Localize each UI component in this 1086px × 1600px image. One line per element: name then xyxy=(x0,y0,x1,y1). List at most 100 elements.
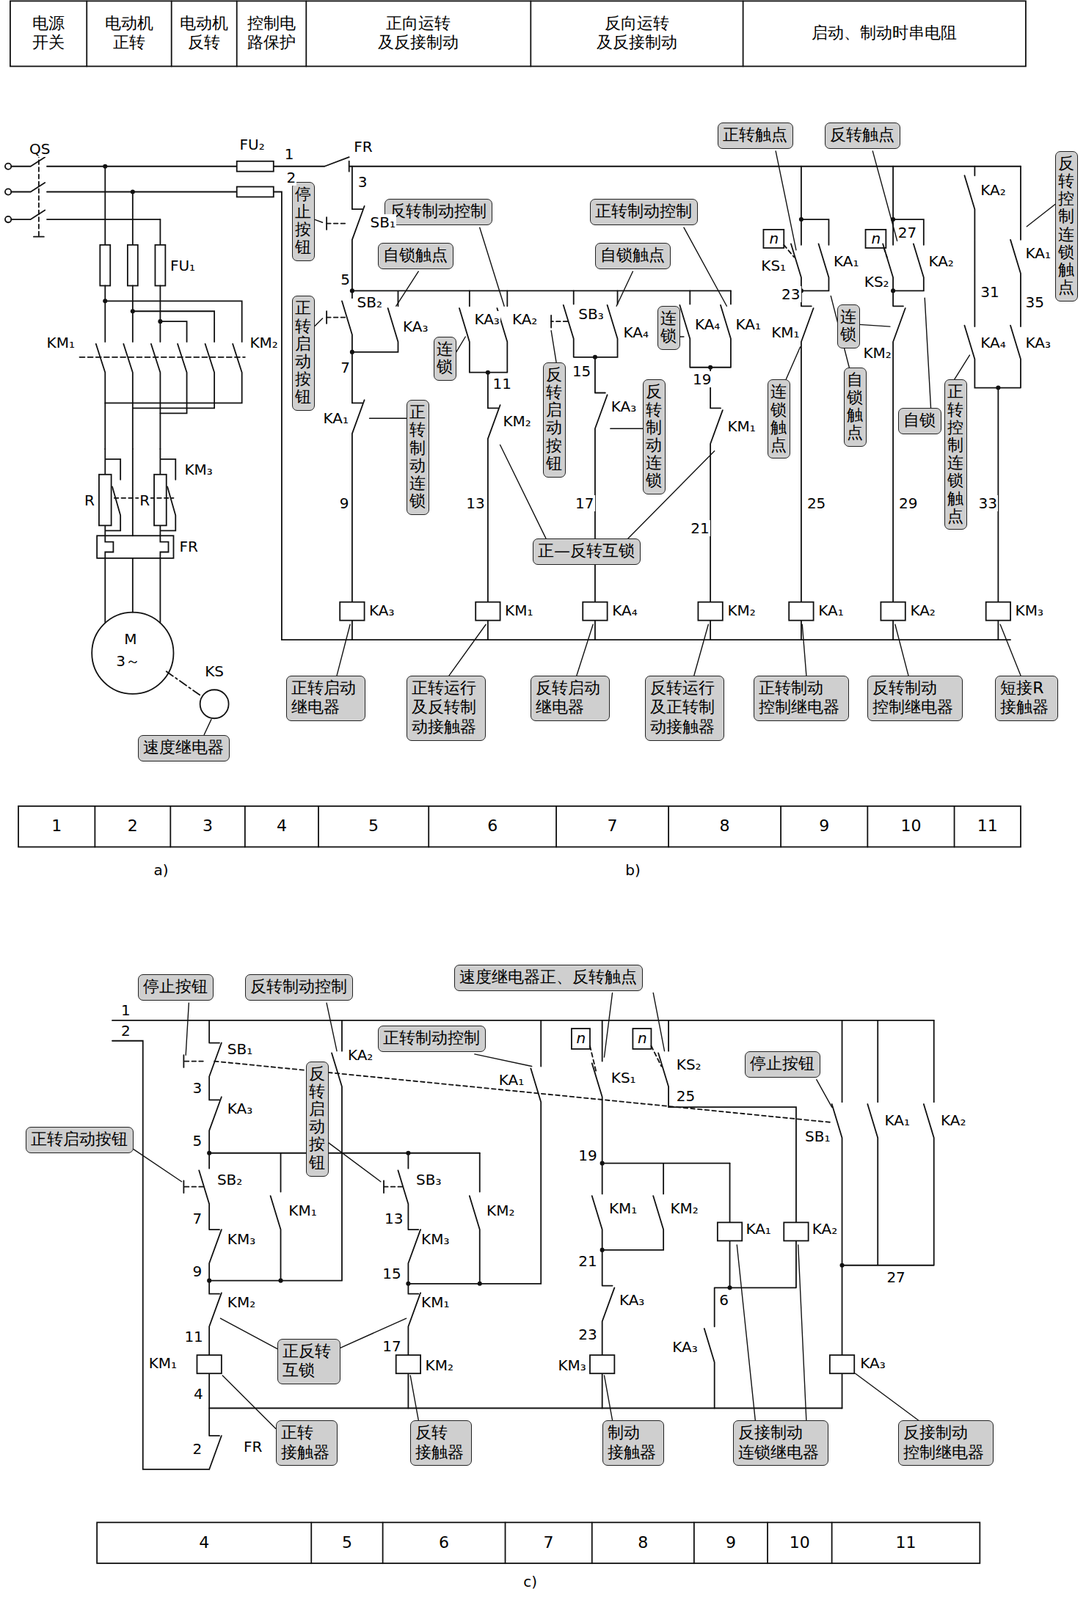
table-cell-text: 反向运转 及反接制动 xyxy=(595,13,679,53)
control-circuit-b xyxy=(697,602,723,621)
callout-box: 正转制动控制 xyxy=(589,198,698,226)
callout-text: 反转触点 xyxy=(829,125,896,145)
table-cell-text: 10 xyxy=(789,1533,811,1553)
component-label: 9 xyxy=(192,1263,204,1280)
component-label: FR xyxy=(178,538,199,555)
component-label: KM₂ xyxy=(485,1202,516,1219)
component-label: 1 xyxy=(120,1002,132,1019)
component-label: FU₁ xyxy=(169,257,196,274)
callout-box: 自锁触点 xyxy=(377,242,454,270)
component-label: 25 xyxy=(806,495,827,512)
component-label: 23 xyxy=(577,1326,598,1343)
table-cell: 10 xyxy=(867,806,954,848)
callout-text: 短接R 接触器 xyxy=(1000,678,1052,718)
power-circuit xyxy=(166,671,202,696)
callout-text: 自锁 xyxy=(903,410,937,430)
component-label: KM₁ xyxy=(608,1200,638,1217)
table-cell: 控制电 路保护 xyxy=(237,0,307,67)
component-label: KS₂ xyxy=(675,1056,703,1073)
control-circuit-b xyxy=(865,229,887,249)
callout-box: 反转启动按钮 xyxy=(305,1061,329,1177)
control-circuit-c xyxy=(632,1028,651,1050)
component-label: KM₃ xyxy=(1014,602,1045,619)
component-label: 27 xyxy=(897,224,918,241)
table-cell-text: 5 xyxy=(368,816,379,836)
callout-text: 反接制动 连锁继电器 xyxy=(738,1423,822,1463)
component-label: FR xyxy=(242,1438,263,1456)
component-label: 2 xyxy=(120,1022,132,1040)
component-label: KA₄ xyxy=(611,602,638,619)
callout-box: 反转启动 继电器 xyxy=(530,675,610,722)
table-cell-text: 11 xyxy=(895,1533,916,1553)
junction-dot xyxy=(206,1151,212,1156)
callout-box: 正转控制连锁触点 xyxy=(944,379,968,530)
component-label: KM₂ xyxy=(862,344,892,362)
callout-text: 反转 接触器 xyxy=(415,1423,466,1463)
callout-text: 正—反转互锁 xyxy=(537,541,636,561)
callout-box: 正转制动连锁 xyxy=(406,399,430,516)
component-label: KM₁ xyxy=(770,324,800,341)
component-label: 7 xyxy=(192,1210,204,1227)
table-cell-text: 控制电 路保护 xyxy=(245,13,298,53)
component-label: 2 xyxy=(192,1441,204,1458)
table-cell-text: 1 xyxy=(51,816,62,836)
control-circuit-c xyxy=(198,1020,842,1409)
table-cell: 4 xyxy=(96,1522,312,1564)
component-label: KA₃ xyxy=(226,1100,254,1117)
control-circuit-c xyxy=(196,1355,221,1374)
junction-dot xyxy=(206,1278,212,1284)
callout-box: 制动 接触器 xyxy=(602,1420,665,1467)
callout-text: 正转启动按钮 xyxy=(294,299,312,406)
power-circuit xyxy=(154,245,166,287)
table-cell: 7 xyxy=(556,806,669,848)
junction-dot xyxy=(995,385,1001,390)
callout-box: 正转启动按钮 xyxy=(25,1127,134,1154)
junction-dot xyxy=(799,217,804,222)
callout-text: 连锁 xyxy=(840,308,857,344)
callout-box: 连锁触点 xyxy=(767,379,791,459)
component-label: KA₃ xyxy=(473,311,500,328)
power-circuit xyxy=(104,166,160,246)
callout-box: 速度继电器正、反转触点 xyxy=(454,964,643,992)
control-circuit-b xyxy=(459,290,508,640)
junction-dot xyxy=(102,164,108,169)
callout-text: 速度继电器正、反转触点 xyxy=(459,967,638,987)
component-label: KA₁ xyxy=(1025,245,1052,262)
power-circuit xyxy=(99,245,111,287)
table-cell: 5 xyxy=(318,806,429,848)
junction-dot xyxy=(405,1281,411,1287)
control-circuit-c xyxy=(112,1020,935,1470)
table-cell-text: 5 xyxy=(341,1533,353,1553)
component-label: KA₁ xyxy=(884,1112,911,1129)
table-grid xyxy=(10,0,1026,1564)
speed-symbol: n xyxy=(576,1030,588,1047)
component-label: KA₃ xyxy=(618,1292,645,1309)
speed-symbol: n xyxy=(871,230,883,247)
callout-box: 正转制动 控制继电器 xyxy=(753,675,849,722)
component-label: KA₃ xyxy=(402,318,429,335)
component-label: 35 xyxy=(1025,294,1045,311)
component-label: KM₂ xyxy=(501,413,532,430)
callout-box: 停止按钮 xyxy=(292,181,315,262)
table-cell-text: 4 xyxy=(198,1533,210,1553)
callout-box: 停止按钮 xyxy=(137,974,214,1001)
callout-text: 反转制动连锁 xyxy=(645,383,662,490)
component-label: QS xyxy=(28,140,51,158)
component-label: KM₂ xyxy=(726,602,756,619)
callout-box: 连锁 xyxy=(657,305,681,351)
table-cell: 电源 开关 xyxy=(10,0,87,67)
component-label: 5 xyxy=(192,1132,204,1150)
control-circuit-c xyxy=(829,1355,855,1374)
component-label: KM₁ xyxy=(504,602,534,619)
table-cell: 11 xyxy=(832,1522,981,1564)
control-circuit-c xyxy=(112,1020,935,1470)
component-label: KM₁ xyxy=(46,334,76,351)
component-label: SB₁ xyxy=(804,1128,831,1145)
component-label: KM₁ xyxy=(287,1202,317,1219)
junction-dot xyxy=(727,1285,732,1290)
callout-box: 反转制动控制 xyxy=(384,198,493,226)
control-circuit-b xyxy=(582,602,607,621)
callout-box: 停止按钮 xyxy=(744,1051,821,1078)
table-cell-text: 电动机 反转 xyxy=(178,13,230,53)
callout-box: 反转运行 及正转制 动接触器 xyxy=(644,675,725,742)
